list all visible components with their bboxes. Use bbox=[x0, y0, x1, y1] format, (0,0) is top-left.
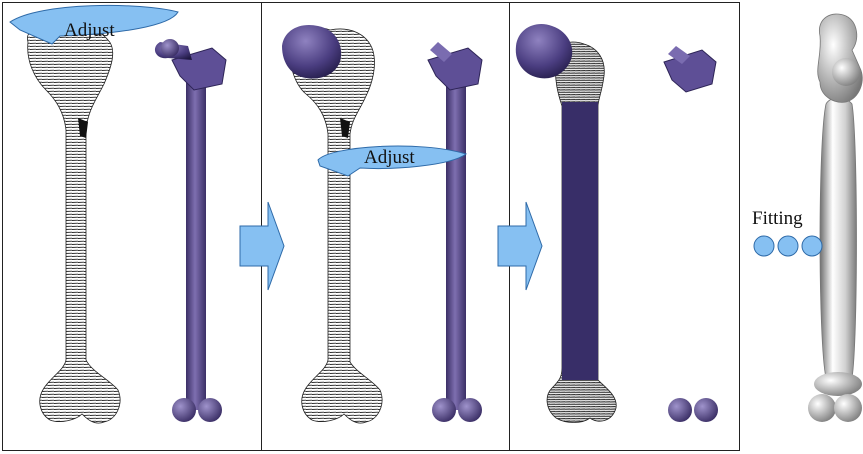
purple-template-2 bbox=[428, 42, 482, 422]
scanned-femur-2 bbox=[282, 25, 382, 423]
fitted-gray-femur bbox=[808, 14, 862, 422]
adjust-label-top: Adjust bbox=[64, 21, 115, 40]
right-block-arrow-icon bbox=[498, 202, 542, 290]
right-block-arrow-icon bbox=[240, 202, 284, 290]
scanned-femur-1 bbox=[27, 24, 120, 423]
ellipsis-circles-icon bbox=[754, 236, 822, 256]
fitting-label: Fitting bbox=[752, 209, 803, 228]
adjust-label-mid: Adjust bbox=[364, 148, 415, 167]
purple-template-3 bbox=[664, 46, 718, 422]
purple-template-1 bbox=[155, 39, 226, 422]
